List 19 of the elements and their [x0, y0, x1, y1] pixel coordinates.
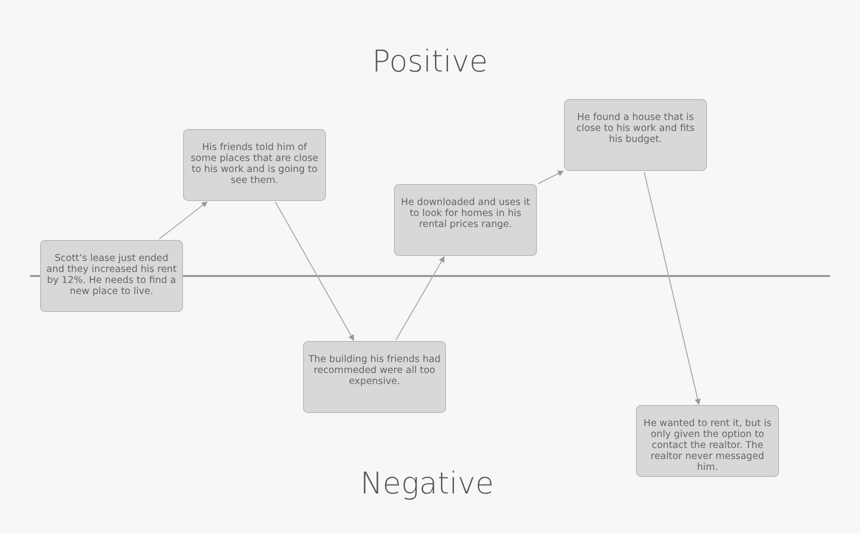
step-text: The building his friends had recommeded were all too expensive. [308, 354, 441, 387]
step-text: His friends told him of some places that are close to his work and is going to see them. [190, 142, 320, 186]
step-card [40, 240, 183, 312]
arrow [538, 170, 564, 184]
step-card [564, 99, 707, 171]
step-card [183, 129, 326, 201]
axis-heading: Positive [372, 44, 488, 80]
arrow [644, 172, 701, 405]
step-text: He downloaded and uses it to look for homes in his rental prices range. [400, 197, 531, 230]
arrow [158, 201, 208, 240]
arrow [395, 256, 445, 340]
step-text: He wanted to rent it, but is only given the option to contact the realtor. The realtor never messaged him. [642, 418, 772, 473]
axis-heading: Negative [360, 466, 494, 502]
step-card [636, 405, 779, 477]
step-text: He found a house that is close to his work and fits his budget. [575, 112, 696, 145]
step-text: Scott’s lease just ended and they increased his rent by 12%. He needs to find a new place to live. [45, 253, 178, 297]
step-card [394, 184, 537, 256]
arrow [274, 202, 354, 341]
step-card [303, 341, 446, 413]
